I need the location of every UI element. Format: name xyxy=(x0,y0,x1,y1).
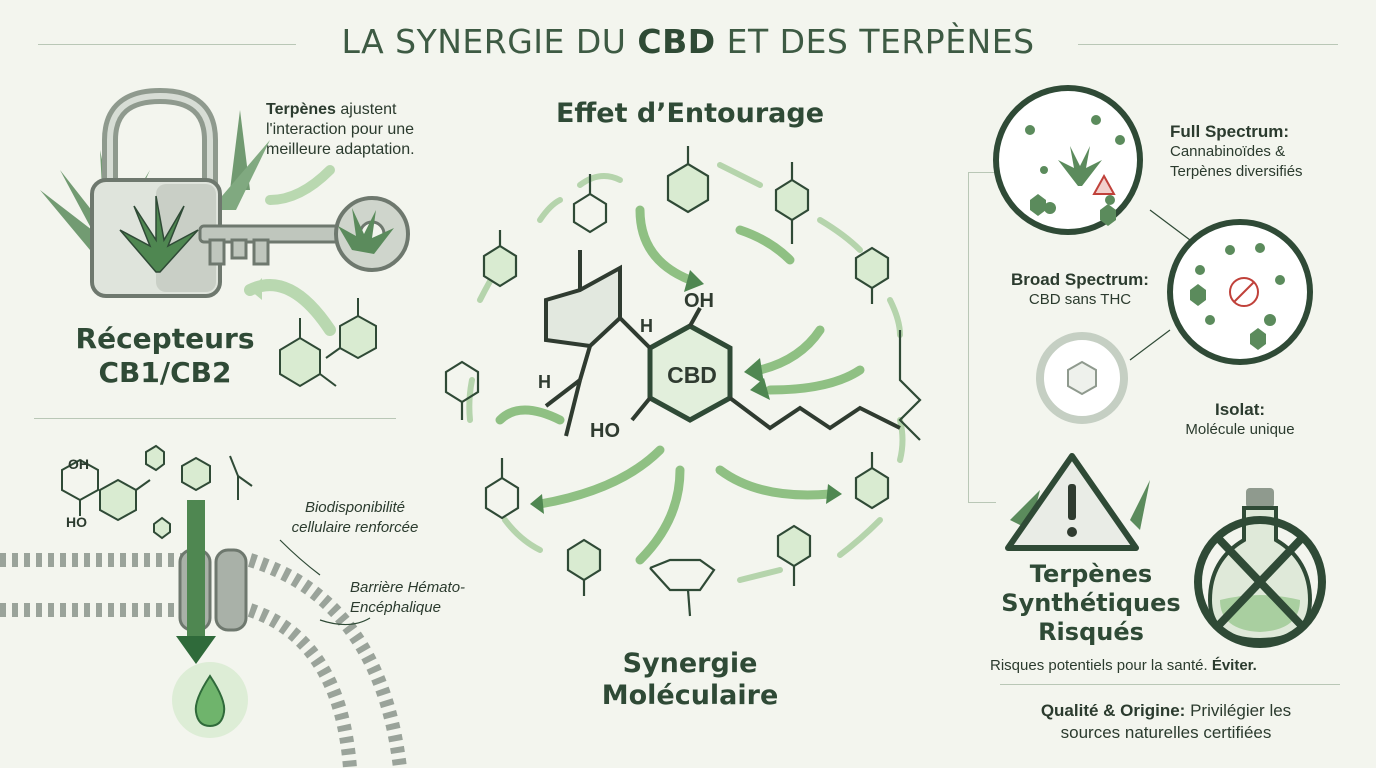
bio-label-1-line2: cellulaire renforcée xyxy=(291,519,419,536)
bio-label-1-line1: Biodisponibilité xyxy=(304,499,406,516)
receptors-heading: Récepteurs CB1/CB2 xyxy=(40,322,290,390)
bio-ho-label: HO xyxy=(66,514,87,530)
spectrum-bracket xyxy=(968,172,969,502)
droplet-icon xyxy=(194,674,226,728)
synthetic-heading-line3: Risqués xyxy=(1038,618,1144,646)
synthetic-heading-line2: Synthétiques xyxy=(1001,589,1181,617)
receptor-note-line3: meilleure adaptation. xyxy=(266,141,415,158)
bio-label-2-line1: Barrière Hémato- xyxy=(350,579,466,596)
receptor-note-line2: l'interaction pour une xyxy=(266,121,415,138)
terpene-ring xyxy=(444,162,890,582)
title-rule-left xyxy=(38,44,296,45)
bio-oh-label: OH xyxy=(68,456,89,472)
synergy-heading-line2: Moléculaire xyxy=(601,680,779,711)
title-rule-right xyxy=(1078,44,1338,45)
receptors-heading-line2: CB1/CB2 xyxy=(98,356,232,389)
quality-bold: Qualité & Origine: xyxy=(1040,701,1186,720)
risk-text-main: Risques potentiels pour la santé. xyxy=(990,657,1212,674)
spectrum-bracket-bottom xyxy=(968,502,996,503)
cbd-oh-label: OH xyxy=(684,290,714,312)
spectrum-bracket-top xyxy=(968,172,996,173)
broad-spectrum-text: Broad Spectrum: CBD sans THC xyxy=(990,270,1170,310)
cbd-small-molecule xyxy=(61,444,253,540)
synthetic-heading-line1: Terpènes xyxy=(1029,560,1153,588)
cbd-h1-label: H xyxy=(640,316,653,336)
cbd-ho-label: HO xyxy=(590,420,620,442)
title-bold: CBD xyxy=(637,22,716,61)
entourage-heading: Effet d’Entourage xyxy=(555,98,825,129)
risk-text-bold: Éviter. xyxy=(1211,657,1257,674)
receptor-note: Terpènes ajustent l'interaction pour une… xyxy=(266,100,466,160)
cbd-molecule xyxy=(544,250,901,437)
bio-label-2: Barrière Hémato- Encéphalique xyxy=(350,578,500,618)
isolat-line1: Molécule unique xyxy=(1185,421,1295,438)
synergy-heading: Synergie Moléculaire xyxy=(540,648,840,712)
left-divider xyxy=(34,418,396,419)
synergy-heading-line1: Synergie xyxy=(622,648,758,679)
broad-spectrum-title: Broad Spectrum: xyxy=(1011,270,1149,289)
risk-text: Risques potentiels pour la santé. Éviter… xyxy=(990,656,1340,676)
cbd-h2-label: H xyxy=(538,372,551,392)
key-icon xyxy=(198,196,410,272)
cbd-label: CBD xyxy=(667,362,717,388)
full-spectrum-text: Full Spectrum: Cannabinoïdes & Terpènes … xyxy=(1170,122,1370,182)
receptor-note-bold: Terpènes xyxy=(266,101,336,118)
warning-icon xyxy=(1005,453,1150,551)
bottle-icon xyxy=(1194,488,1326,648)
quality-rest: Privilégier les xyxy=(1185,701,1292,720)
lock-leaf-icon xyxy=(119,195,199,273)
full-spectrum-title: Full Spectrum: xyxy=(1170,122,1290,141)
broad-spectrum-line1: CBD sans THC xyxy=(1028,291,1132,308)
isolat-title: Isolat: xyxy=(1214,400,1266,419)
synthetic-heading: Terpènes Synthétiques Risqués xyxy=(986,560,1196,647)
isolat-text: Isolat: Molécule unique xyxy=(1160,400,1320,440)
quality-line2: sources naturelles certifiées xyxy=(1060,723,1272,742)
bio-label-2-line2: Encéphalique xyxy=(350,599,441,616)
full-spectrum-line1: Cannabinoïdes & xyxy=(1170,143,1286,160)
title-pre: LA SYNERGIE DU xyxy=(341,22,638,61)
full-spectrum-line2: Terpènes diversifiés xyxy=(1170,163,1303,180)
bio-label-1: Biodisponibilité cellulaire renforcée xyxy=(270,498,440,538)
page-title: LA SYNERGIE DU CBD ET DES TERPÈNES xyxy=(0,22,1376,61)
right-divider xyxy=(1000,684,1340,685)
broad-spectrum-circle xyxy=(1167,219,1313,365)
quality-text: Qualité & Origine: Privilégier les sourc… xyxy=(986,700,1346,744)
full-spectrum-circle xyxy=(993,85,1143,235)
receptor-note-rest: ajustent xyxy=(335,101,397,118)
receptors-heading-line1: Récepteurs xyxy=(75,322,255,355)
title-post: ET DES TERPÈNES xyxy=(715,22,1035,61)
